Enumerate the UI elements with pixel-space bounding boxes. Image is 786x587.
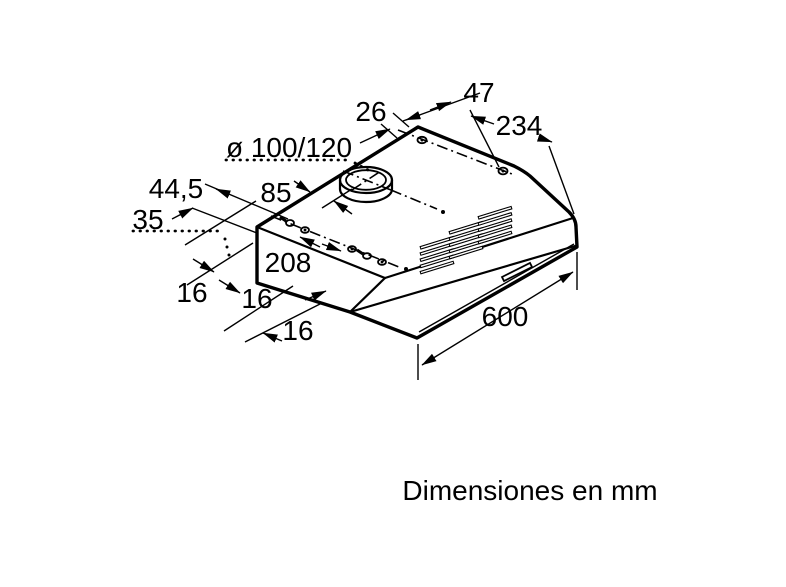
dim-label-16-b: 16 (241, 283, 272, 314)
top-hole-rear (416, 135, 428, 145)
caption: Dimensiones en mm (402, 475, 657, 506)
dim-16-group: 16 16 16 (176, 200, 327, 346)
dim-label-85: 85 (260, 177, 291, 208)
dim-label-16-a: 16 (176, 277, 207, 308)
keyhole-1 (285, 219, 295, 227)
dim-label-234: 234 (496, 110, 543, 141)
duct-collar (338, 165, 394, 204)
dim-35: 35 (131, 204, 258, 257)
hood-outline (255, 125, 579, 340)
dim-600: 600 (417, 252, 578, 380)
dim-234: 234 (469, 109, 575, 215)
dim-44-5: 44,5 (149, 173, 289, 220)
keyhole-3 (347, 245, 357, 253)
dim-label-16-c: 16 (282, 315, 313, 346)
dim-label-35: 35 (132, 204, 163, 235)
mounting-holes (279, 135, 509, 266)
dim-label-600: 600 (482, 301, 529, 332)
dim-208: 208 (265, 236, 342, 278)
dim-label-47: 47 (463, 77, 494, 108)
dim-85: 85 (260, 177, 353, 215)
keyhole-2 (300, 226, 310, 234)
center-lines (270, 129, 513, 271)
dim-label-diameter: ø 100/120 (226, 132, 352, 163)
dim-duct-diameter: ø 100/120 (224, 132, 370, 172)
dim-label-44-5: 44,5 (149, 173, 204, 204)
top-hole-right (497, 166, 509, 176)
dim-label-26: 26 (355, 96, 386, 127)
vent-grille (419, 205, 513, 275)
dim-26-47: 26 47 (355, 77, 495, 144)
keyhole-4 (362, 252, 372, 260)
dim-label-208: 208 (265, 247, 312, 278)
keyhole-5 (377, 258, 387, 266)
